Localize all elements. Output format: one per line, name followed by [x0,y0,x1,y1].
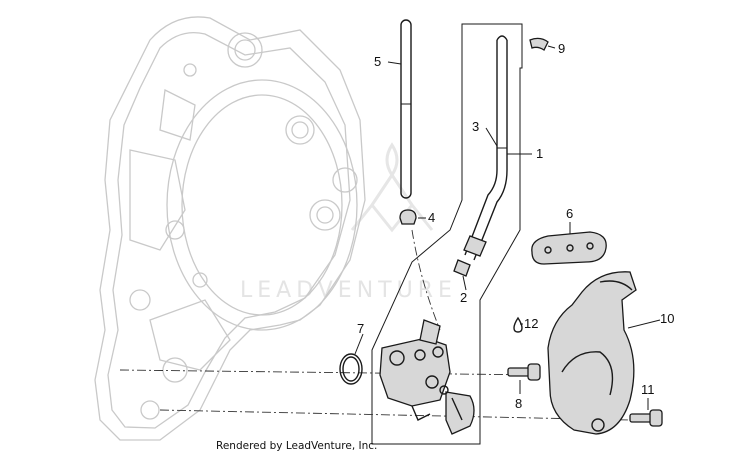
fitting-part-2 [453,259,471,277]
callout-labels: 5 3 1 4 2 6 9 7 8 10 11 12 [357,41,674,411]
callout-3: 3 [472,119,479,134]
clip-part-9 [529,37,549,51]
callout-4: 4 [428,210,435,225]
clamp-part-4 [399,209,417,225]
callout-7: 7 [357,321,364,336]
callout-11: 11 [641,382,655,397]
watermark-text: LEADVENTURE [240,278,457,303]
callout-8: 8 [515,396,522,411]
callout-1: 1 [536,146,543,161]
callout-6: 6 [566,206,573,221]
callout-12: 12 [524,316,538,331]
watermark: LEADVENTURE [240,142,457,303]
render-credit: Rendered by LeadVenture, Inc. [216,440,378,452]
cover-part-10 [547,271,637,435]
clutch-cover-ghost [94,16,366,441]
bolt-part-8 [507,363,541,381]
callout-9: 9 [558,41,565,56]
bolt-part-11 [629,409,663,427]
assembly-frame [371,23,523,445]
watermark-logo [350,142,434,233]
oring-part-7 [339,353,363,385]
alignment-lines [119,229,631,421]
callout-5: 5 [374,54,381,69]
drop-part-12 [513,316,523,333]
gasket-part-6 [531,231,607,265]
oil-pump-assembly [379,319,475,435]
pipe-part-3 [463,35,508,261]
pipe-part-5 [400,19,412,199]
callout-2: 2 [460,290,467,305]
callout-10: 10 [660,311,674,326]
leader-lines [354,45,661,410]
